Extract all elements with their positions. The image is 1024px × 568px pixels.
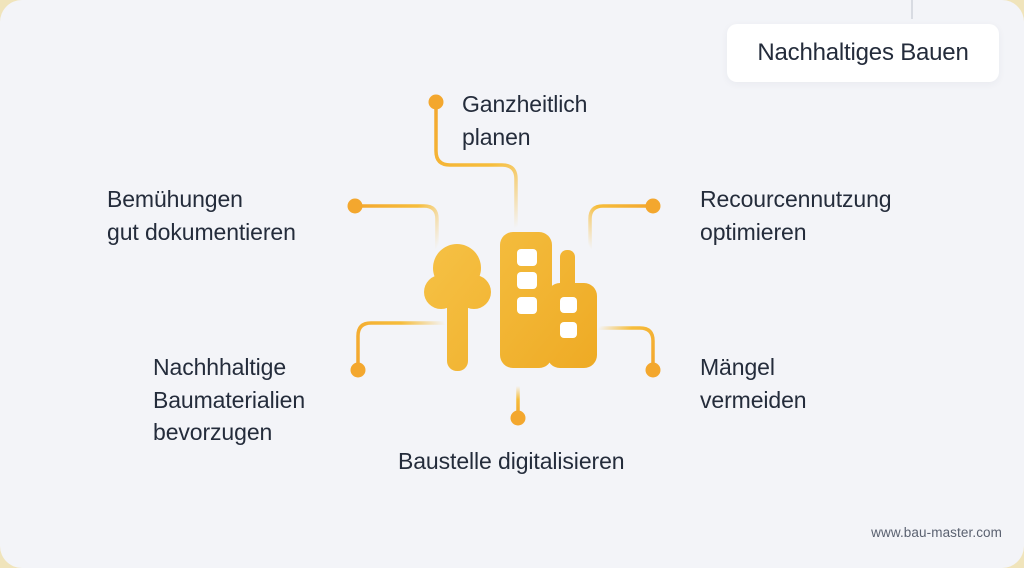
label-recourcennutzung-optimieren: Recourcennutzung optimieren <box>700 186 892 245</box>
label-bemuehungen-gut-dokumentieren: Bemühungen gut dokumentieren <box>107 186 296 245</box>
title-card: Nachhaltiges Bauen <box>727 24 999 82</box>
label-ganzheitlich-planen: Ganzheitlich planen <box>462 91 588 150</box>
page-title: Nachhaltiges Bauen <box>757 39 969 66</box>
top-edge-tick-line <box>911 0 913 19</box>
label-nachhaltige-baumaterialien-bevorzugen: Nachhhaltige Baumaterialien bevorzugen <box>153 354 306 445</box>
website-url: www.bau-master.com <box>871 525 1002 540</box>
label-maengel-vermeiden: Mängel vermeiden <box>700 354 807 413</box>
label-baustelle-digitalisieren: Baustelle digitalisieren <box>398 448 625 474</box>
